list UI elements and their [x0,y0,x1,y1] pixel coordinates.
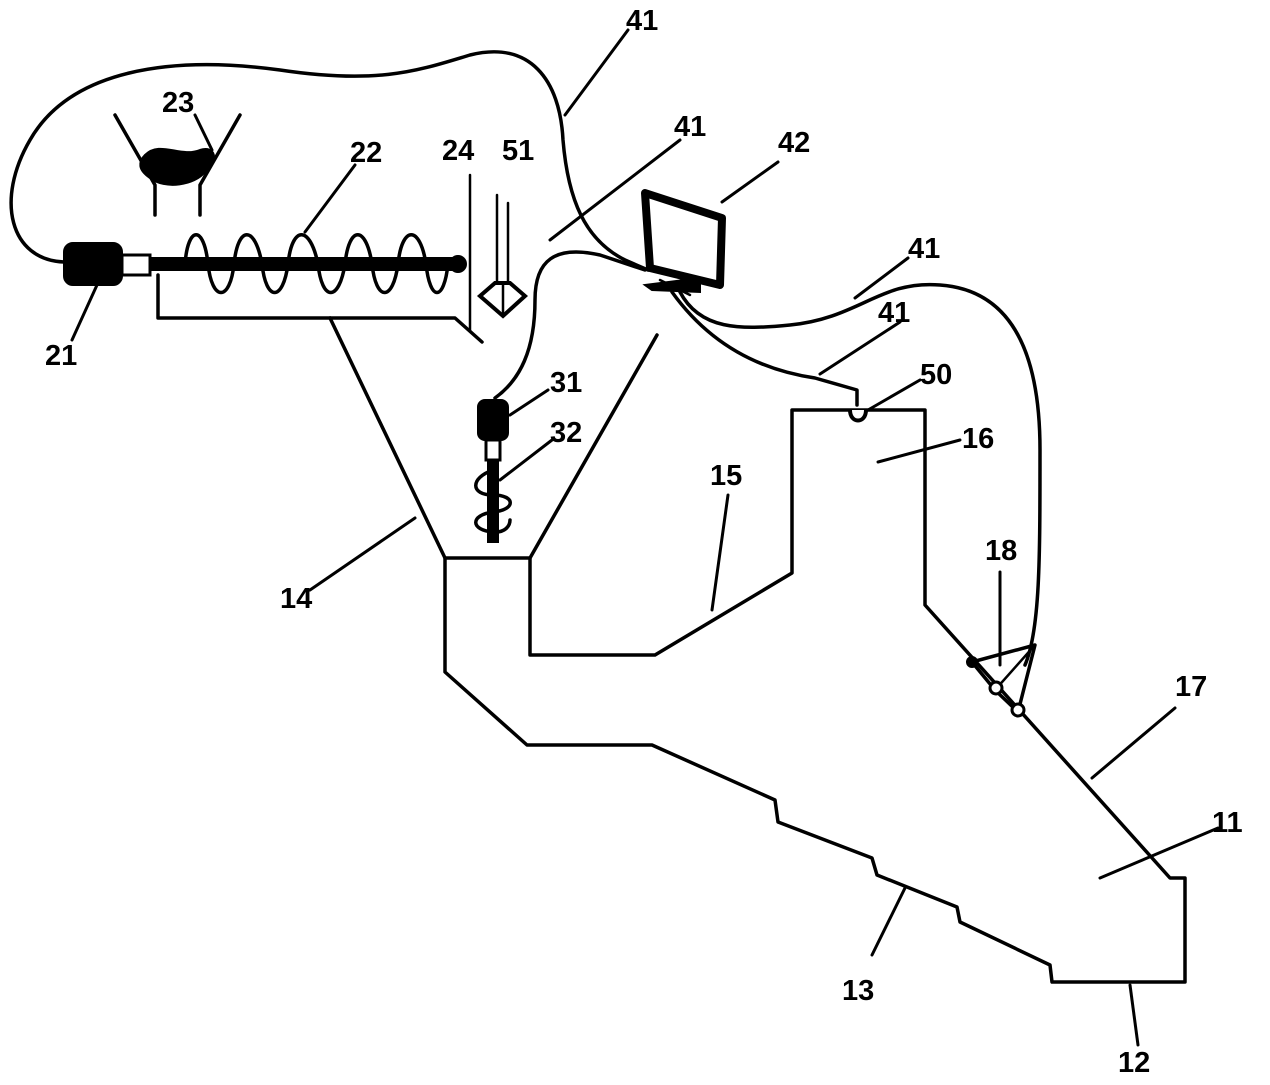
label-24: 24 [442,135,474,167]
screw-flight-22 [183,233,450,295]
controller-42-screen [641,189,726,289]
leader-41d [818,320,902,376]
sensor-50 [848,409,868,423]
motor-21 [63,242,123,286]
conveyor-trough [156,273,484,344]
label-13: 13 [842,975,874,1007]
label-42: 42 [778,127,810,159]
label-41-right-lower: 41 [878,297,910,329]
shaft-end-cap [449,255,467,273]
label-41-right-upper: 41 [908,233,940,265]
vessel-outer-outline [443,408,1187,984]
leader-13 [870,886,907,957]
stirrer-motor-31 [477,399,509,441]
feed-material-23 [139,147,215,186]
stirrer-coupling [484,438,502,462]
label-23: 23 [162,87,194,119]
leader-12 [1128,983,1140,1047]
leader-16 [876,438,962,464]
wire-41-right-loop [678,282,1042,667]
label-16: 16 [962,423,994,455]
leader-50 [866,378,922,412]
label-15: 15 [710,460,742,492]
component-18-node-b [988,680,1004,696]
label-12: 12 [1118,1047,1150,1079]
leader-41b [548,138,682,242]
label-11: 11 [1212,807,1243,839]
label-22: 22 [350,137,382,169]
leader-41c [853,256,910,300]
leader-15 [710,493,730,612]
label-50: 50 [920,359,952,391]
label-17: 17 [1175,671,1207,703]
label-41-top: 41 [626,5,658,37]
stirrer-shaft [487,459,499,543]
feed-funnel-left [113,113,157,217]
leader-22 [303,163,357,234]
wire-41-stirrer [493,250,647,400]
hopper-left-wall [328,316,447,560]
leader-42 [720,160,780,204]
component-18-node-a [966,656,978,668]
wire-41-top-loop [9,50,650,272]
leader-32 [498,438,554,482]
component-18-inner [993,643,1037,692]
label-41-middle: 41 [674,111,706,143]
stirrer-helix-32 [474,468,512,534]
leader-41a [563,28,630,117]
hopper-right-wall [528,333,659,560]
leader-31 [508,388,550,417]
leader-21 [70,283,99,342]
component-18-node-c [1010,702,1026,718]
conveyor-shaft [149,257,461,271]
label-14: 14 [280,583,312,615]
label-21: 21 [45,340,77,372]
motor-coupling [120,253,152,277]
leader-11 [1098,826,1220,880]
leader-23 [193,113,214,152]
feed-funnel-right [198,113,242,217]
leader-17 [1090,706,1177,780]
wire-41-sensor-50 [670,290,859,407]
label-31: 31 [550,367,582,399]
label-18: 18 [985,535,1017,567]
wire-41-short [658,278,692,297]
label-51: 51 [502,135,534,167]
label-32: 32 [550,417,582,449]
leader-14 [308,516,417,592]
